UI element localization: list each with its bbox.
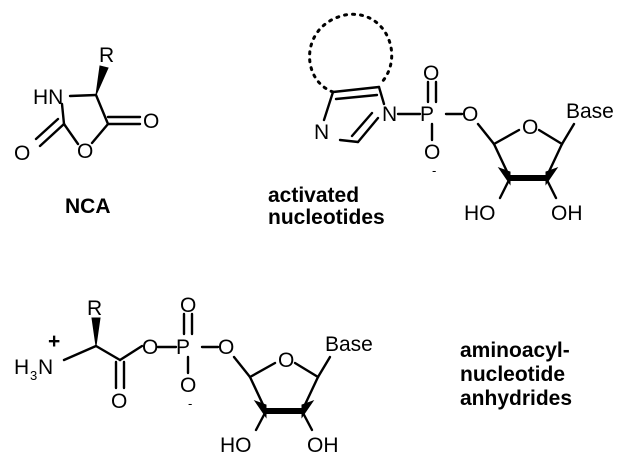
nca-bond-n-c4: [68, 93, 98, 98]
activated-label-line2: nucleotides: [268, 206, 385, 229]
activated-label-line1: activated: [268, 184, 359, 207]
aminoacyl-bond-o-c1: [232, 355, 252, 379]
aminoacyl-bond-oring-c4: [293, 361, 320, 379]
aminoacyl-bond-c2-oh: [254, 409, 268, 432]
aminoacyl-charge-plus: +: [48, 330, 60, 353]
aminoacyl-atom-o-bridge1: O: [142, 336, 158, 359]
nca-structure: R HN O O O NCA: [14, 44, 159, 218]
nca-bond-c2-n: [60, 102, 66, 126]
aminoacyl-label-line1: aminoacyl-: [460, 339, 570, 362]
nca-atom-o-right: O: [143, 110, 159, 133]
aminoacyl-atom-n: N: [38, 356, 53, 379]
activated-bond-c4-n3: [322, 90, 335, 122]
aminoacyl-atom-o-bridge2: O: [218, 336, 234, 359]
aminoacyl-label-line2: nucleotide: [460, 363, 565, 386]
activated-atom-o-top: O: [423, 62, 439, 85]
aminoacyl-bond-n-ca: [62, 344, 98, 362]
aminoacyl-atom-o-sugar: O: [278, 349, 294, 372]
activated-bond-c4-c5: [331, 85, 381, 94]
aminoacyl-atom-o-top: O: [180, 294, 196, 317]
activated-oh-right: OH: [551, 202, 583, 225]
aminoacyl-bond-c1-oring: [248, 361, 277, 379]
aminoacyl-label-line3: anhydrides: [460, 387, 572, 410]
activated-atom-o-bridge: O: [462, 103, 478, 126]
activated-atom-n-left: N: [314, 121, 329, 144]
activated-dotted-ring: [308, 12, 394, 94]
activated-bond-oring-c4: [537, 128, 564, 146]
activated-bond-c5-n1: [377, 85, 386, 106]
activated-atom-o-minus: O: [424, 141, 440, 164]
aminoacyl-oh-left: HO: [220, 434, 252, 457]
aminoacyl-bond-c4-base: [316, 355, 332, 379]
activated-bond-o-c1: [476, 122, 496, 146]
activated-atom-o-sugar: O: [522, 116, 538, 139]
aminoacyl-bond-c3-oh: [300, 409, 314, 432]
nca-label: NCA: [65, 195, 111, 218]
activated-atom-p: P: [420, 103, 434, 126]
aminoacyl-atom-o-minus: O: [180, 374, 196, 397]
aminoacyl-bond-c-o-bridge: [118, 344, 144, 362]
activated-oh-left: HO: [464, 202, 496, 225]
nca-wedge-r: [95, 65, 109, 96]
nca-atom-o-ring: O: [77, 140, 93, 163]
activated-bond-c2-oh: [498, 176, 512, 200]
nca-bond-c2-o-double: [34, 117, 60, 141]
activated-atom-n-right: N: [382, 103, 397, 126]
activated-bond-c3-oh: [544, 176, 558, 200]
nca-atom-r: R: [99, 44, 114, 67]
aminoacyl-base: Base: [325, 333, 373, 356]
aminoacyl-atom-p: P: [176, 336, 190, 359]
aminoacyl-structure: R + H 3 N O O P O O - O O Base: [14, 294, 572, 457]
nca-bond-c5-o: [90, 122, 110, 145]
activated-charge-minus: -: [432, 163, 436, 178]
aminoacyl-wedge-r: [91, 317, 101, 347]
nca-bond-o-c2: [62, 122, 80, 146]
aminoacyl-atom-h: H: [14, 356, 29, 379]
aminoacyl-atom-sub3: 3: [30, 368, 37, 383]
activated-bond-c1-oring: [492, 128, 521, 146]
aminoacyl-atom-r: R: [87, 297, 102, 320]
activated-base: Base: [566, 100, 614, 123]
nca-bond-c4-c5: [94, 93, 110, 126]
activated-bond-c4-c5-inner: [334, 93, 379, 101]
aminoacyl-charge-minus: -: [188, 396, 192, 411]
activated-bond-c2-n1: [356, 116, 380, 144]
activated-nucleotide-structure: N N P O O - O O Base HO OH activated: [268, 12, 614, 229]
activated-bond-c4-base: [560, 122, 576, 146]
activated-bond-n3-c2: [338, 138, 360, 144]
aminoacyl-bond-ca-c: [94, 344, 122, 362]
nca-bond-c2-o: [38, 122, 66, 148]
nca-atom-hn: HN: [33, 86, 63, 109]
nca-atom-o-left: O: [14, 142, 30, 165]
aminoacyl-oh-right: OH: [307, 434, 339, 457]
aminoacyl-atom-o-carbonyl: O: [111, 390, 127, 413]
activated-bond-c2-n1-double: [350, 111, 374, 138]
